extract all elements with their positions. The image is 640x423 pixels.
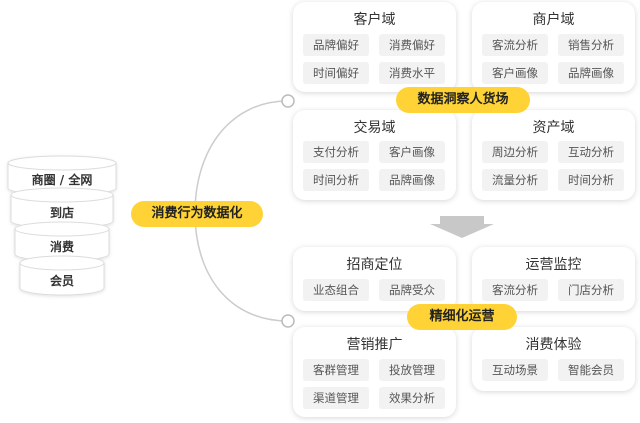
tag: 消费偏好 — [379, 34, 445, 56]
connector-bottom — [194, 212, 289, 322]
stack-label-store: 到店 — [49, 206, 74, 220]
card-transaction-domain: 交易域 支付分析 客户画像 时间分析 品牌画像 — [293, 110, 456, 200]
tag: 客户画像 — [379, 141, 445, 163]
tag: 业态组合 — [303, 279, 369, 301]
card-customer-domain: 客户域 品牌偏好 消费偏好 时间偏好 消费水平 — [293, 2, 456, 92]
tag: 时间分析 — [558, 169, 624, 191]
tag: 时间分析 — [303, 169, 369, 191]
tag: 效果分析 — [379, 387, 445, 409]
card-title: 商户域 — [532, 12, 575, 28]
card-asset-domain: 资产域 周边分析 互动分析 流量分析 时间分析 — [472, 110, 635, 200]
tag: 客流分析 — [482, 279, 548, 301]
tag: 消费水平 — [379, 62, 445, 84]
tag: 客户画像 — [482, 62, 548, 84]
tag: 销售分析 — [558, 34, 624, 56]
tag: 客流分析 — [482, 34, 548, 56]
card-title: 招商定位 — [346, 257, 403, 273]
tag: 渠道管理 — [303, 387, 369, 409]
card-title: 资产域 — [532, 120, 575, 136]
card-operation-monitoring: 运营监控 客流分析 门店分析 — [472, 247, 635, 311]
stack-label-mall: 商圈 / 全网 — [31, 173, 93, 187]
tag: 品牌画像 — [558, 62, 624, 84]
center-label: 消费行为数据化 — [131, 201, 263, 227]
card-title: 营销推广 — [346, 337, 403, 353]
tag: 互动分析 — [558, 141, 624, 163]
stack-layer-1 — [7, 155, 117, 196]
stack-layer-2 — [10, 187, 114, 229]
card-title: 客户域 — [353, 12, 396, 28]
tag: 周边分析 — [482, 141, 548, 163]
connector-top — [194, 100, 289, 214]
tag: 互动场景 — [482, 359, 548, 381]
tag: 门店分析 — [558, 279, 624, 301]
tag: 流量分析 — [482, 169, 548, 191]
card-title: 运营监控 — [525, 257, 582, 273]
tag: 品牌受众 — [379, 279, 445, 301]
tag: 投放管理 — [379, 359, 445, 381]
connector-node-top — [281, 94, 295, 108]
card-title: 消费体验 — [525, 337, 582, 353]
card-investment-positioning: 招商定位 业态组合 品牌受众 — [293, 247, 456, 311]
tag: 支付分析 — [303, 141, 369, 163]
stack-layer-4 — [19, 255, 105, 296]
card-consumer-experience: 消费体验 互动场景 智能会员 — [472, 327, 635, 391]
tag: 时间偏好 — [303, 62, 369, 84]
card-marketing-promotion: 营销推广 客群管理 投放管理 渠道管理 效果分析 — [293, 327, 456, 417]
connector-node-bottom — [281, 314, 295, 328]
down-arrow-icon — [430, 216, 494, 238]
tag: 智能会员 — [558, 359, 624, 381]
stack-label-consume: 消费 — [49, 240, 74, 254]
top-group-label: 数据洞察人货场 — [396, 87, 530, 113]
layer-stack — [7, 155, 117, 296]
bottom-group-label: 精细化运营 — [407, 304, 517, 330]
tag: 客群管理 — [303, 359, 369, 381]
tag: 品牌画像 — [379, 169, 445, 191]
tag: 品牌偏好 — [303, 34, 369, 56]
card-title: 交易域 — [353, 120, 396, 136]
stack-label-member: 会员 — [49, 274, 74, 288]
card-merchant-domain: 商户域 客流分析 销售分析 客户画像 品牌画像 — [472, 2, 635, 92]
